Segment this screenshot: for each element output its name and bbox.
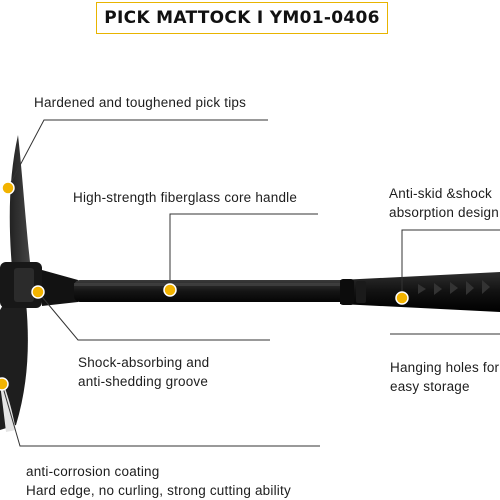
page-title: PICK MATTOCK I YM01-0406 [104, 8, 380, 28]
label-coating-line1: anti-corrosion coating [26, 464, 160, 479]
label-groove-line2: anti-shedding groove [78, 374, 209, 389]
label-groove-line1: Shock-absorbing and [78, 355, 210, 370]
marker-pick-tips [1, 181, 15, 195]
label-anti-skid-line1: Anti-skid &shock [389, 186, 492, 201]
label-pick-tips: Hardened and toughened pick tips [34, 95, 247, 110]
leader-coating [1, 383, 320, 447]
grip-texture [418, 280, 490, 295]
leader-pick-tips [7, 119, 268, 189]
label-anti-skid-line2: absorption design [389, 205, 499, 220]
marker-fiberglass [163, 283, 177, 297]
label-hanging-line2: easy storage [390, 379, 470, 394]
pick-spike [9, 135, 30, 268]
neck [42, 270, 78, 306]
marker-anti-skid [395, 291, 409, 305]
leader-fiberglass [169, 213, 318, 290]
label-fiberglass-handle: High-strength fiberglass core handle [73, 190, 298, 205]
marker-coating [0, 377, 9, 391]
marker-groove [31, 285, 45, 299]
label-hanging-line1: Hanging holes for [390, 360, 500, 375]
leader-anti-skid [401, 229, 500, 298]
label-coating-line2: Hard edge, no curling, strong cutting ab… [26, 483, 291, 498]
leader-groove [37, 291, 270, 341]
title-box: PICK MATTOCK I YM01-0406 [96, 2, 388, 34]
